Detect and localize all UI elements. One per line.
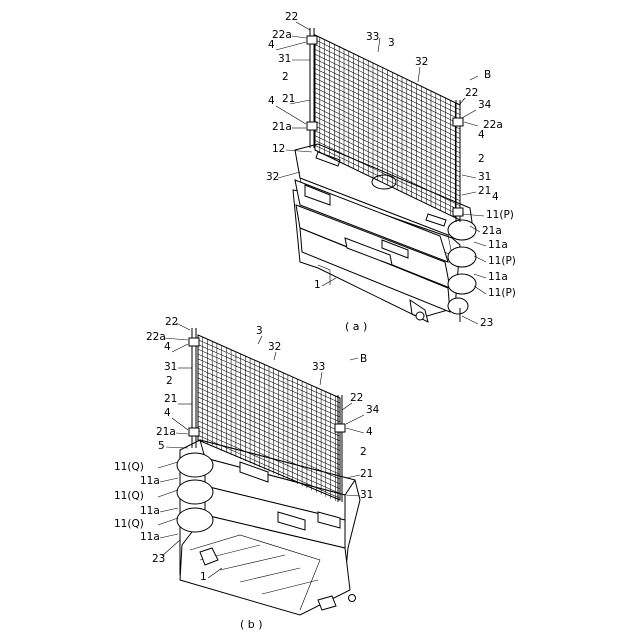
label-4: 4 — [492, 191, 499, 203]
label-31: 31 — [478, 171, 491, 183]
label-21a: 21a — [482, 225, 502, 237]
label-B: B — [360, 353, 367, 365]
label-22: 22 — [465, 87, 478, 99]
label-22: 22 — [285, 11, 298, 23]
label-31: 31 — [360, 489, 373, 501]
label-2: 2 — [166, 375, 173, 387]
label-2: 2 — [360, 446, 367, 458]
label-11a: 11a — [488, 239, 508, 251]
label-21a: 21a — [272, 121, 292, 133]
figure-b: 22 22a 3 32 4 33 B 31 2 21 4 22 34 21a 4… — [114, 316, 380, 631]
label-34: 34 — [366, 404, 380, 416]
label-11Q: 11(Q) — [114, 461, 144, 473]
label-21: 21 — [478, 185, 491, 197]
label-33: 33 — [312, 361, 325, 373]
label-22: 22 — [165, 316, 178, 328]
label-3: 3 — [256, 325, 263, 337]
label-2: 2 — [478, 153, 485, 165]
label-1: 1 — [314, 279, 321, 291]
label-4: 4 — [268, 95, 275, 107]
label-1: 1 — [200, 571, 207, 583]
label-22a: 22a — [272, 29, 292, 41]
label-12: 12 — [272, 143, 285, 155]
label-31: 31 — [164, 361, 177, 373]
label-4: 4 — [268, 39, 275, 51]
label-22a: 22a — [483, 119, 503, 131]
caption-b: ( b ) — [240, 618, 263, 631]
label-11a: 11a — [488, 271, 508, 283]
label-5: 5 — [158, 440, 165, 452]
label-33: 33 — [366, 31, 379, 43]
label-21: 21 — [360, 468, 373, 480]
label-11Q: 11(Q) — [114, 518, 144, 530]
label-4: 4 — [164, 407, 171, 419]
caption-a: ( a ) — [345, 320, 367, 333]
label-4: 4 — [366, 426, 373, 438]
label-21: 21 — [164, 393, 177, 405]
label-11a: 11a — [140, 505, 160, 517]
figure-a: 22 22a 4 31 33 3 32 B 2 21 4 21a 22 34 2… — [266, 11, 516, 333]
barrier-base-a — [293, 144, 476, 322]
label-B: B — [484, 69, 491, 81]
label-11a: 11a — [140, 531, 160, 543]
label-34: 34 — [478, 99, 492, 111]
label-32: 32 — [266, 171, 279, 183]
label-11P: 11(P) — [488, 287, 516, 299]
label-11P: 11(P) — [486, 209, 514, 221]
label-23: 23 — [480, 317, 493, 329]
label-22a: 22a — [146, 331, 166, 343]
label-4: 4 — [164, 341, 171, 353]
label-11P: 11(P) — [488, 255, 516, 267]
label-21a: 21a — [156, 426, 176, 438]
label-31: 31 — [278, 53, 291, 65]
label-2: 2 — [282, 71, 289, 83]
label-32: 32 — [268, 341, 281, 353]
label-11Q: 11(Q) — [114, 490, 144, 502]
label-22: 22 — [350, 392, 363, 404]
label-4: 4 — [478, 129, 485, 141]
label-32: 32 — [415, 56, 428, 68]
label-11a: 11a — [140, 475, 160, 487]
label-3: 3 — [388, 37, 395, 49]
